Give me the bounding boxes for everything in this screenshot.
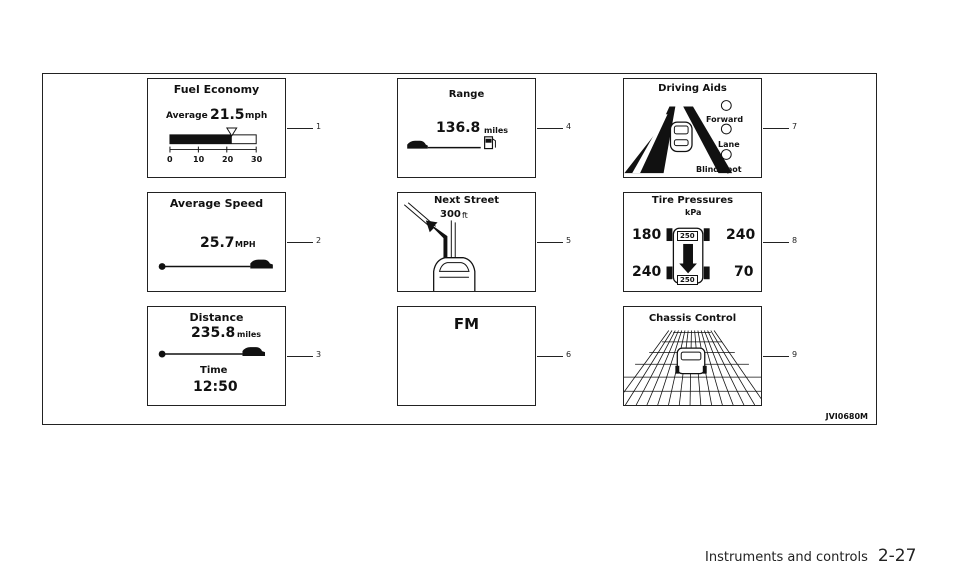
time-label: Time — [200, 365, 228, 376]
fuel-economy-unit: mph — [245, 111, 268, 121]
fuel-economy-bar-fill — [169, 134, 232, 144]
tire-pressures-title: Tire Pressures — [651, 195, 734, 206]
callout-line-2 — [287, 242, 313, 243]
fm-panel: FM — [397, 306, 536, 406]
callout-2: 2 — [316, 236, 322, 245]
fuel-scale-10: 10 — [193, 155, 205, 164]
tire-rear-badge: 250 — [677, 275, 698, 285]
callout-3: 3 — [316, 350, 322, 359]
callout-7: 7 — [792, 122, 798, 131]
callout-line-1 — [287, 128, 313, 129]
footer-section: Instruments and controls — [705, 550, 868, 565]
car-rear-icon — [675, 347, 707, 375]
average-speed-title: Average Speed — [169, 197, 264, 210]
car-icon — [250, 259, 273, 269]
car-icon — [242, 347, 266, 356]
distance-title: Distance — [189, 311, 244, 324]
fuel-economy-marker — [225, 127, 238, 137]
callout-1: 1 — [316, 122, 322, 131]
tire-front-left: 180 — [632, 227, 662, 243]
next-street-title: Next Street — [433, 195, 500, 206]
distance-unit: miles — [237, 330, 262, 339]
driving-aids-title: Driving Aids — [658, 83, 727, 94]
callout-8: 8 — [792, 236, 798, 245]
next-street-graphic — [403, 202, 476, 291]
next-street-distance: 300 — [440, 209, 461, 220]
average-speed-value: 25.7 — [200, 235, 235, 251]
average-speed-graphic — [158, 259, 273, 270]
range-value: 136.8 — [436, 120, 481, 136]
turn-arrow-icon — [403, 202, 456, 262]
figure-frame: Fuel Economy Average 21.5 mph 0 10 20 30… — [42, 73, 877, 425]
distance-panel: Distance 235.8 miles Time 12:50 — [147, 306, 286, 406]
car-rear-icon — [433, 257, 476, 291]
callout-line-6 — [537, 356, 563, 357]
fuel-economy-title: Fuel Economy — [173, 83, 260, 96]
tire-pressures-unit: kPa — [685, 208, 702, 217]
time-value: 12:50 — [193, 379, 238, 395]
tire-rear-left: 240 — [632, 264, 662, 280]
callout-line-5 — [537, 242, 563, 243]
fuel-economy-bar-graphic — [169, 127, 257, 153]
tire-rear-right: 70 — [734, 264, 754, 280]
callout-5: 5 — [566, 236, 572, 245]
fuel-pump-icon — [484, 136, 496, 150]
car-icon — [407, 140, 428, 149]
next-street-unit: ft — [462, 211, 468, 220]
blind-spot-aid-icon — [720, 149, 732, 160]
fuel-scale-20: 20 — [222, 155, 234, 164]
driving-aid-forward: Forward — [706, 115, 744, 124]
fuel-average-label: Average — [166, 111, 208, 121]
driving-aids-graphic — [624, 100, 733, 174]
driving-aid-lane: Lane — [718, 140, 740, 149]
callout-line-9 — [763, 356, 789, 357]
footer-page-number: 2-27 — [877, 546, 917, 566]
callout-line-3 — [287, 356, 313, 357]
tire-front-badge: 250 — [677, 231, 698, 241]
range-graphic — [407, 136, 496, 150]
average-speed-unit: MPH — [235, 240, 256, 249]
driving-aids-panel: Driving Aids Forward Lane Blind spot — [623, 78, 762, 178]
callout-line-4 — [537, 128, 563, 129]
average-speed-panel: Average Speed 25.7 MPH — [147, 192, 286, 292]
fuel-scale-30: 30 — [251, 155, 263, 164]
distance-graphic — [158, 347, 266, 358]
distance-value: 235.8 — [191, 325, 236, 341]
tire-pressures-panel: Tire Pressures kPa 180 240 240 70 250 25… — [623, 192, 762, 292]
fuel-economy-value: 21.5 — [210, 107, 245, 123]
range-panel: Range 136.8 miles — [397, 78, 536, 178]
page-footer: Instruments and controls 2-27 — [705, 546, 916, 566]
callout-9: 9 — [792, 350, 798, 359]
tire-layout-graphic — [666, 227, 710, 284]
chassis-grid-graphic — [624, 330, 761, 405]
range-title: Range — [448, 89, 485, 100]
range-unit: miles — [484, 126, 509, 135]
forward-aid-icon — [720, 100, 732, 111]
driving-aid-blind-spot: Blind spot — [696, 165, 742, 174]
callout-line-8 — [763, 242, 789, 243]
fuel-economy-panel: Fuel Economy Average 21.5 mph 0 10 20 30 — [147, 78, 286, 178]
chassis-grid — [624, 330, 761, 405]
fuel-scale-0: 0 — [167, 155, 173, 164]
callout-6: 6 — [566, 350, 572, 359]
tire-front-right: 240 — [726, 227, 756, 243]
figure-code: JVI0680M — [825, 412, 868, 421]
chassis-control-panel: Chassis Control — [623, 306, 762, 406]
chassis-control-title: Chassis Control — [648, 313, 737, 324]
callout-line-7 — [763, 128, 789, 129]
lane-aid-icon — [720, 123, 732, 135]
callout-4: 4 — [566, 122, 572, 131]
car-top-icon — [669, 121, 693, 153]
fm-title: FM — [453, 315, 480, 333]
next-street-panel: Next Street 300 ft — [397, 192, 536, 292]
